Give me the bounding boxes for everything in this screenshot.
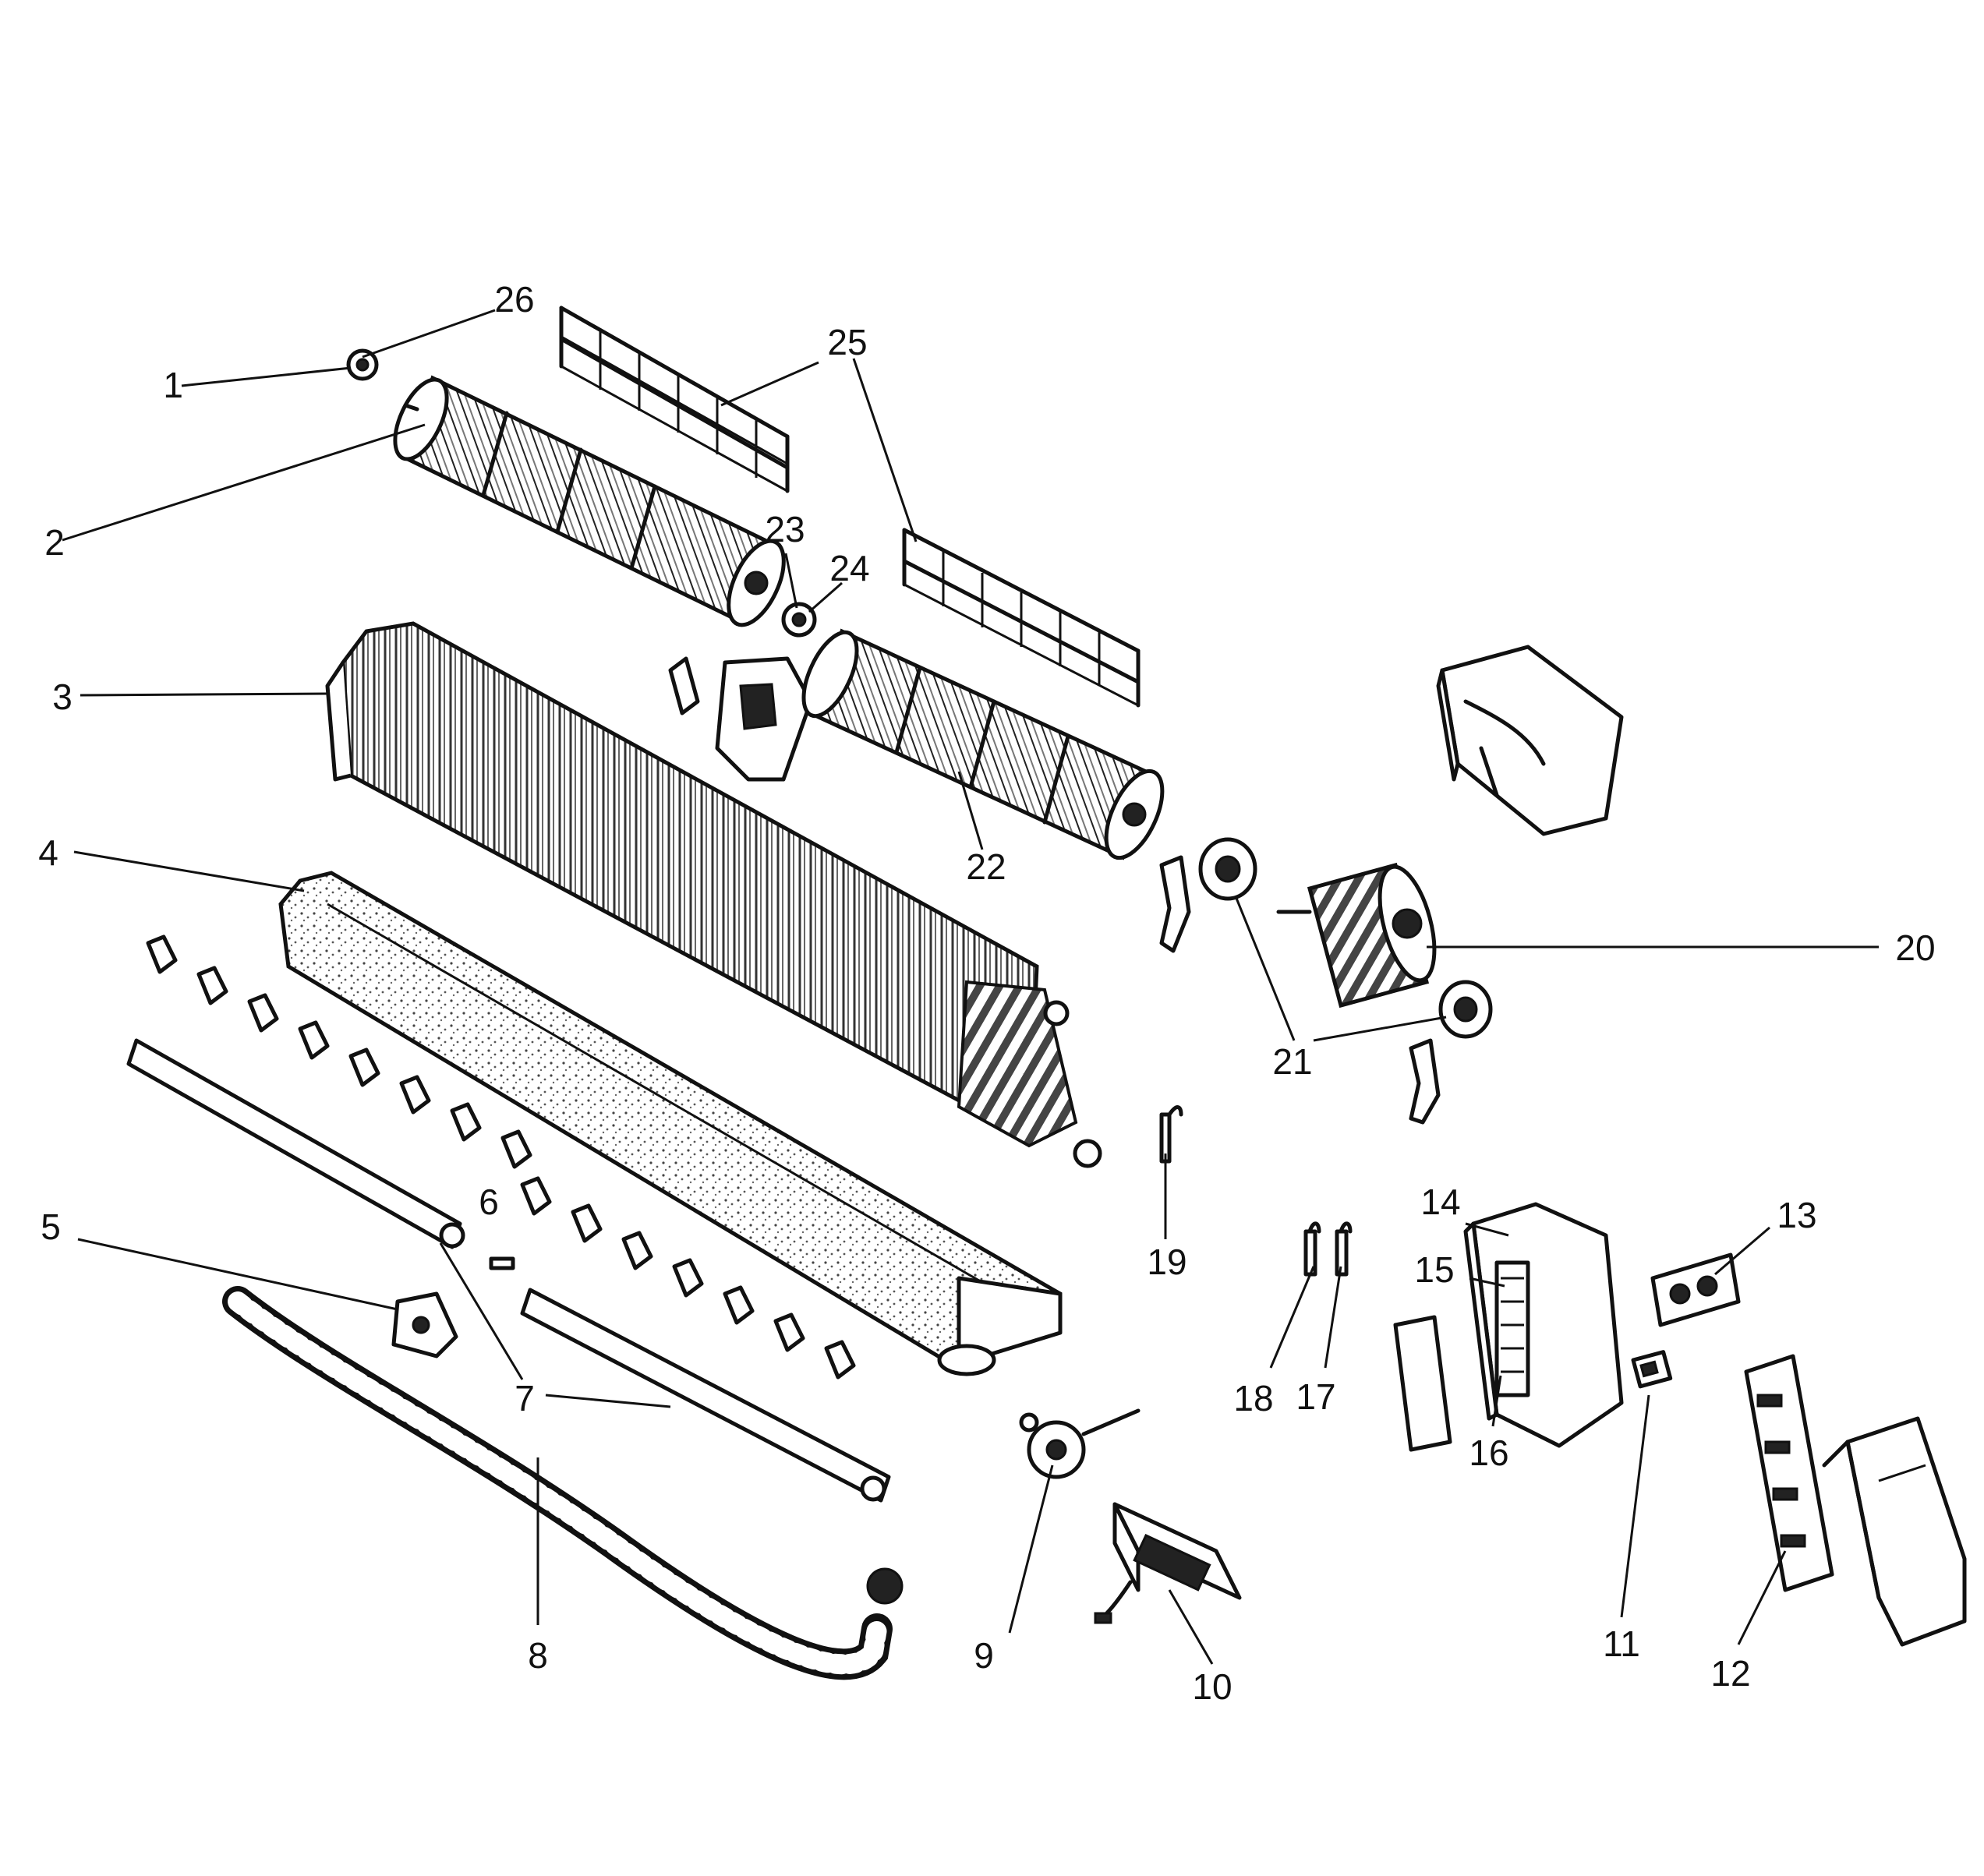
- callout-labels: 1 2 3 4 5 6 7 8 9 10 11 12 13 14 15 16 1…: [38, 279, 1935, 1707]
- callout-6: 6: [479, 1182, 499, 1222]
- fan-coupling: [781, 602, 817, 638]
- bearing-holder-bracket: [668, 656, 813, 782]
- evaporator-coil: [325, 621, 1102, 1168]
- callout-12: 12: [1710, 1653, 1750, 1694]
- callout-23: 23: [765, 509, 805, 549]
- sensor-clip-19: [1159, 1105, 1183, 1164]
- callout-7: 7: [515, 1378, 535, 1418]
- louver-link-bar-lower: [520, 1288, 891, 1503]
- bearing-part: [346, 348, 379, 381]
- callout-4: 4: [38, 832, 58, 873]
- callout-22: 22: [966, 846, 1006, 887]
- callout-5: 5: [41, 1207, 61, 1247]
- callout-21: 21: [1272, 1041, 1312, 1082]
- connector-part: [1631, 1350, 1673, 1389]
- callout-19: 19: [1147, 1242, 1187, 1282]
- left-crossflow-fan: [393, 375, 786, 627]
- callout-26: 26: [494, 279, 534, 320]
- right-crossflow-fan: [801, 628, 1165, 860]
- sensor-clip-18: [1303, 1221, 1321, 1277]
- air-guide-grille-lower: [902, 528, 1141, 708]
- louver-row-left: [146, 934, 532, 1169]
- motor-mount-bracket-left: [1159, 855, 1191, 953]
- callout-20: 20: [1895, 927, 1935, 968]
- pin-part: [489, 1256, 515, 1270]
- air-guide-grille-upper: [559, 306, 790, 493]
- motor-rubber-mount-upper: [1198, 837, 1257, 901]
- callout-17: 17: [1296, 1376, 1335, 1417]
- callout-11: 11: [1603, 1623, 1640, 1664]
- callout-10: 10: [1192, 1666, 1232, 1707]
- callout-16: 16: [1469, 1433, 1508, 1473]
- callout-14: 14: [1420, 1182, 1460, 1222]
- callout-1: 1: [163, 365, 183, 405]
- louver-link-bar-upper: [126, 1038, 465, 1249]
- electrical-box-cover: [1822, 1416, 1967, 1647]
- motor-mount-bracket-right: [1409, 1038, 1441, 1125]
- drain-pan: [278, 871, 1063, 1376]
- callout-9: 9: [974, 1635, 994, 1676]
- fan-motor: [1276, 862, 1437, 1009]
- callout-25: 25: [827, 322, 867, 362]
- callout-18: 18: [1233, 1378, 1273, 1418]
- callout-3: 3: [52, 677, 72, 717]
- main-pcb: [1744, 1354, 1834, 1592]
- callout-13: 13: [1777, 1195, 1816, 1235]
- callout-15: 15: [1414, 1249, 1454, 1290]
- callout-2: 2: [44, 522, 65, 563]
- louver-row-right: [520, 1176, 856, 1380]
- motor-rubber-mount-lower: [1438, 980, 1493, 1039]
- display-board: [1094, 1502, 1242, 1624]
- callout-8: 8: [528, 1635, 548, 1676]
- louver-bearing: [391, 1291, 458, 1358]
- callout-24: 24: [829, 548, 869, 588]
- motor-cover: [1436, 645, 1624, 836]
- leader-lines: [62, 309, 1879, 1665]
- louver-motor: [1019, 1408, 1141, 1479]
- control-box: [1393, 1202, 1624, 1452]
- sensor-clip-17: [1335, 1221, 1353, 1277]
- drain-hose: [222, 1286, 904, 1680]
